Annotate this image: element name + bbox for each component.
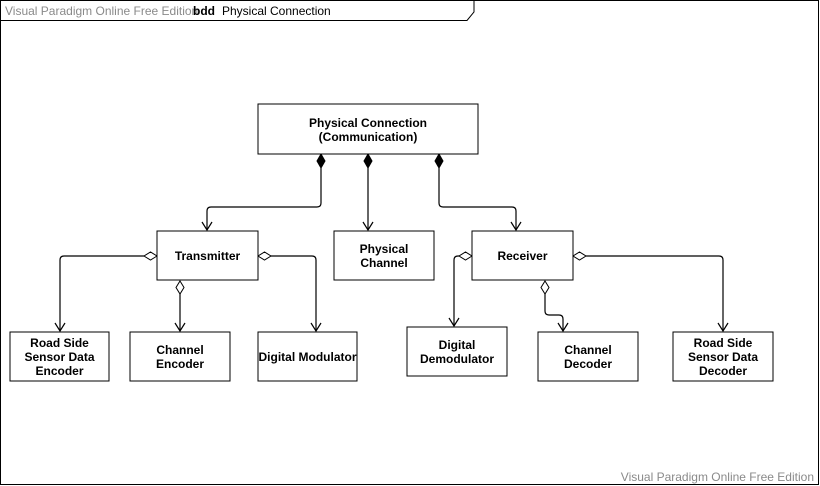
arrowhead (557, 322, 569, 333)
block-label-line: Road Side (694, 336, 753, 350)
arrowhead (174, 322, 186, 333)
block-label-line: Receiver (497, 249, 547, 263)
arrowhead (310, 322, 322, 333)
composition-root-receiver (438, 168, 517, 230)
composition-diamond (316, 152, 326, 170)
block-label-line: Encoder (35, 364, 83, 378)
block-road-side-sensor-data-encoder[interactable]: Road Side Sensor Data Encoder (9, 331, 110, 382)
arrowhead (201, 221, 213, 232)
block-label-line: Decoder (699, 364, 747, 378)
block-channel-decoder[interactable]: Channel Decoder (537, 331, 639, 382)
arrowhead (448, 317, 460, 328)
block-label-line: (Communication) (319, 130, 418, 144)
aggregation-transmitter-modulator (271, 255, 317, 331)
aggregation-transmitter-encoder (59, 255, 144, 331)
aggregation-diamond (572, 251, 587, 261)
aggregation-receiver-demodulator (453, 255, 459, 326)
arrowhead (362, 221, 374, 232)
block-label-line: Encoder (156, 357, 204, 371)
frame-keyword: bdd (193, 4, 215, 18)
block-label-line: Physical Connection (309, 116, 427, 130)
block-label-line: Transmitter (175, 249, 241, 263)
aggregation-diamond (458, 251, 473, 261)
block-label-line: Sensor Data (688, 350, 758, 364)
aggregation-receiver-channel-decoder (544, 294, 564, 331)
arrowhead (54, 322, 66, 333)
block-label-line: Channel (360, 256, 407, 270)
block-label-line: Channel (564, 343, 611, 357)
block-digital-demodulator[interactable]: Digital Demodulator (406, 326, 508, 377)
block-transmitter[interactable]: Transmitter (156, 230, 259, 281)
watermark-bottom: Visual Paradigm Online Free Edition (621, 470, 814, 484)
composition-diamond (363, 152, 373, 170)
composition-diamond (434, 152, 444, 170)
frame-tab (0, 0, 475, 21)
aggregation-diamond (175, 280, 185, 295)
block-physical-channel[interactable]: Physical Channel (333, 230, 435, 281)
block-label-line: Sensor Data (24, 350, 94, 364)
block-label-line: Physical (360, 242, 409, 256)
aggregation-receiver-decoder (586, 255, 724, 331)
block-label-line: Digital Modulator (259, 350, 357, 364)
aggregation-diamond (257, 251, 272, 261)
connectors (54, 152, 729, 333)
arrowhead (717, 322, 729, 333)
block-label-line: Demodulator (420, 352, 494, 366)
block-channel-encoder[interactable]: Channel Encoder (129, 331, 231, 382)
block-road-side-sensor-data-decoder[interactable]: Road Side Sensor Data Decoder (672, 331, 774, 382)
aggregation-diamond (540, 280, 550, 295)
block-digital-modulator[interactable]: Digital Modulator (257, 331, 358, 382)
block-label-line: Decoder (564, 357, 612, 371)
aggregation-diamond (143, 251, 158, 261)
block-label-line: Channel (156, 343, 203, 357)
composition-root-transmitter (206, 168, 322, 230)
block-receiver[interactable]: Receiver (471, 230, 574, 281)
block-label-line: Road Side (30, 336, 89, 350)
frame-title: Physical Connection (222, 4, 331, 18)
block-physical-connection[interactable]: Physical Connection (Communication) (257, 103, 479, 155)
arrowhead (510, 221, 522, 232)
block-label-line: Digital (439, 338, 476, 352)
watermark-top: Visual Paradigm Online Free Edition (5, 4, 198, 18)
